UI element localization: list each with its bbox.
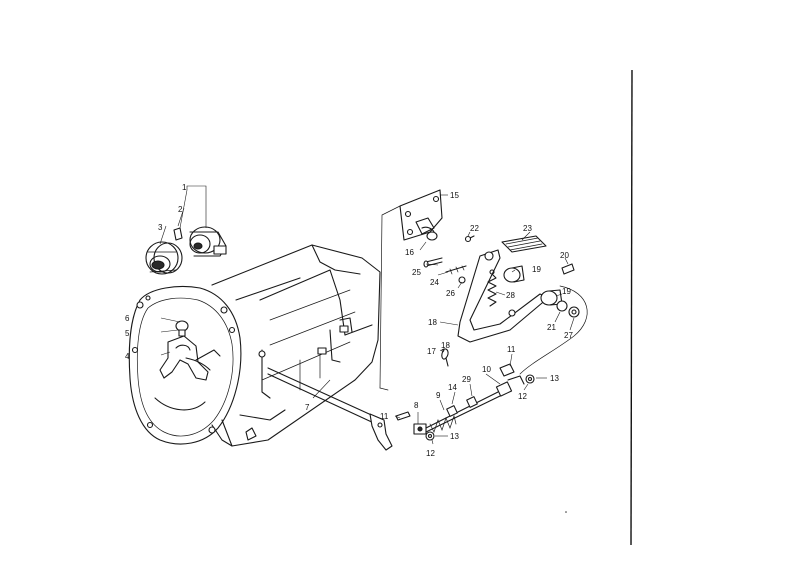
push-rod-assembly bbox=[413, 375, 525, 435]
callout-15: 15 bbox=[450, 191, 459, 200]
linkage-arc bbox=[519, 285, 588, 375]
stop-screw bbox=[464, 235, 475, 243]
callout-2: 2 bbox=[178, 205, 183, 214]
page-border-line bbox=[630, 69, 633, 546]
callout-14: 14 bbox=[448, 383, 457, 392]
callout-13a: 13 bbox=[450, 432, 459, 441]
callout-25: 25 bbox=[412, 268, 421, 277]
callout-12b: 12 bbox=[518, 392, 527, 401]
callout-5: 5 bbox=[125, 329, 130, 338]
callout-16: 16 bbox=[405, 248, 414, 257]
stray-dot bbox=[565, 511, 567, 513]
pedal-washer bbox=[568, 306, 580, 318]
callout-21: 21 bbox=[547, 323, 556, 332]
callout-24: 24 bbox=[430, 278, 439, 287]
callout-11b: 11 bbox=[380, 412, 389, 421]
callout-12a: 12 bbox=[426, 449, 435, 458]
retaining-clip bbox=[173, 227, 183, 241]
callout-11a: 11 bbox=[507, 345, 516, 354]
callout-4: 4 bbox=[125, 352, 130, 361]
clevis-pin-right bbox=[499, 363, 515, 377]
leader-lines bbox=[159, 185, 575, 445]
washer-upper bbox=[525, 374, 535, 384]
callout-19b: 19 bbox=[562, 287, 571, 296]
pedal-collar bbox=[556, 300, 568, 312]
callout-13b: 13 bbox=[550, 374, 559, 383]
callout-22: 22 bbox=[470, 224, 479, 233]
callout-23: 23 bbox=[523, 224, 532, 233]
bearing-hub bbox=[189, 226, 227, 257]
callout-3: 3 bbox=[158, 223, 163, 232]
pivot-shaft bbox=[423, 257, 443, 268]
callout-labels: 1 2 3 6 5 4 7 15 16 22 23 20 25 24 19 26… bbox=[125, 183, 573, 458]
callout-10: 10 bbox=[482, 365, 491, 374]
bracket-guide-lines bbox=[379, 205, 401, 391]
callout-8: 8 bbox=[414, 401, 419, 410]
callout-18: 18 bbox=[428, 318, 437, 327]
pedal-bushing-lower bbox=[540, 289, 563, 306]
washer-lower bbox=[425, 431, 435, 441]
pedal-pad bbox=[501, 235, 547, 253]
clevis-pin-left bbox=[395, 411, 411, 421]
callout-9: 9 bbox=[436, 391, 441, 400]
callout-27: 27 bbox=[564, 331, 573, 340]
pivot-ball bbox=[175, 320, 189, 337]
pedal-bushing-upper bbox=[503, 265, 525, 283]
pivot-nut bbox=[458, 276, 466, 284]
callout-6: 6 bbox=[125, 314, 130, 323]
transmission-housing bbox=[128, 244, 381, 447]
callout-7: 7 bbox=[305, 403, 310, 412]
callout-1: 1 bbox=[182, 183, 187, 192]
callout-20: 20 bbox=[560, 251, 569, 260]
return-spring bbox=[487, 269, 497, 307]
callout-19a: 19 bbox=[532, 265, 541, 274]
cross-shaft bbox=[267, 367, 393, 451]
callout-28: 28 bbox=[506, 291, 515, 300]
callout-17: 17 bbox=[427, 347, 436, 356]
callout-29: 29 bbox=[462, 375, 471, 384]
release-bearing bbox=[145, 241, 183, 275]
pedal-bracket bbox=[399, 189, 443, 241]
callout-18b: 18 bbox=[441, 341, 450, 350]
clutch-pedal bbox=[457, 249, 549, 343]
callout-26: 26 bbox=[446, 289, 455, 298]
release-fork bbox=[159, 335, 221, 381]
pivot-bolt bbox=[445, 265, 467, 275]
adjusting-bolt bbox=[561, 263, 575, 275]
split-pin bbox=[441, 348, 449, 367]
